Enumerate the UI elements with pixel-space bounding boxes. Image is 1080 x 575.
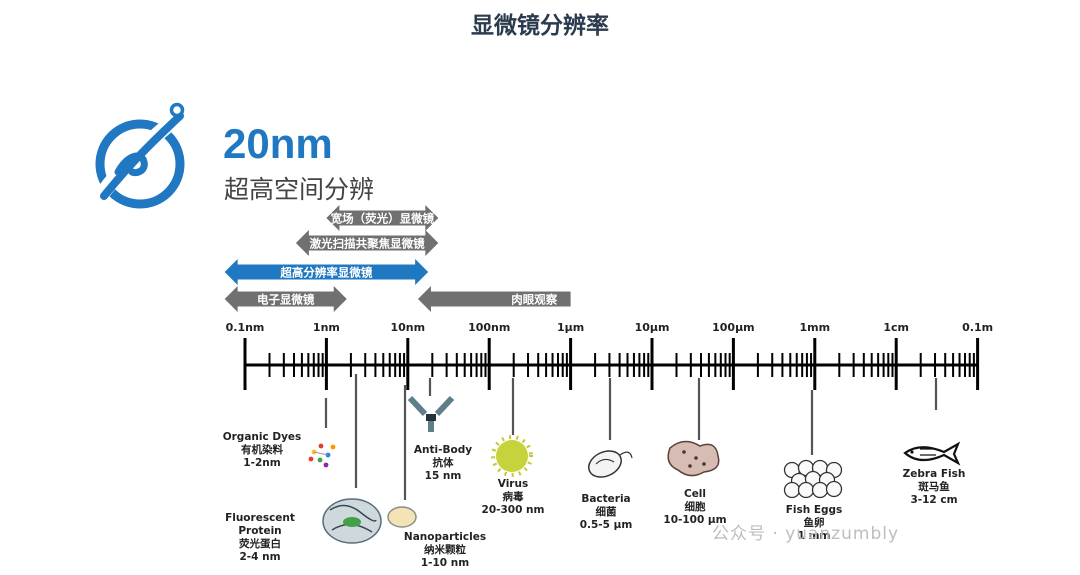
object-label: 0.5-5 μm bbox=[580, 519, 633, 531]
dye-molecule-icon bbox=[308, 443, 336, 468]
object-label: 抗体 bbox=[433, 456, 454, 469]
range-label: 激光扫描共聚焦显微镜 bbox=[310, 237, 425, 251]
scale-label: 1nm bbox=[313, 321, 340, 334]
object-label: 细胞 bbox=[685, 500, 706, 513]
bacterium-icon bbox=[588, 450, 633, 478]
fish-eggs-icon bbox=[783, 459, 843, 499]
object-label: 荧光蛋白 bbox=[239, 537, 281, 550]
scale-label: 0.1m bbox=[962, 321, 993, 334]
range-arrow: 肉眼观察 bbox=[417, 286, 571, 312]
object-label: 1-2nm bbox=[243, 457, 280, 469]
object-label: 有机染料 bbox=[241, 443, 283, 456]
object-label: Zebra Fish bbox=[903, 468, 966, 480]
watermark: 公众号 · yuanzumbly bbox=[712, 524, 900, 544]
object-label: 纳米颗粒 bbox=[424, 543, 466, 556]
scale-label: 1μm bbox=[557, 321, 584, 334]
scale-label: 1cm bbox=[883, 321, 909, 334]
range-arrow: 超高分辨率显微镜 bbox=[224, 259, 429, 285]
resolution-subheadline: 超高空间分辨 bbox=[224, 175, 375, 204]
scale-label: 0.1nm bbox=[226, 321, 265, 334]
object-label: 3-12 cm bbox=[910, 494, 957, 506]
object-label: 病毒 bbox=[503, 490, 524, 503]
scale-label: 100μm bbox=[712, 321, 755, 334]
object-label: 鱼卵 bbox=[804, 516, 825, 529]
cell-icon bbox=[667, 440, 720, 477]
range-arrow: 宽场（荧光）显微镜 bbox=[326, 205, 439, 231]
range-label: 肉眼观察 bbox=[511, 293, 557, 307]
antibody-icon bbox=[407, 395, 455, 432]
object-label: Bacteria bbox=[581, 493, 630, 505]
scale-label: 1mm bbox=[800, 321, 831, 334]
range-arrow: 激光扫描共聚焦显微镜 bbox=[295, 230, 439, 256]
object-label: Fish Eggs bbox=[786, 504, 843, 516]
object-label: 1-10 nm bbox=[421, 557, 469, 569]
range-label: 超高分辨率显微镜 bbox=[279, 266, 372, 280]
page-title: 显微镜分辨率 bbox=[471, 13, 609, 39]
object-label: Virus bbox=[498, 478, 528, 490]
object-label: 20-300 nm bbox=[482, 504, 545, 516]
nanoparticle-icon bbox=[387, 506, 417, 528]
virus-icon bbox=[490, 435, 533, 478]
range-arrow: 电子显微镜 bbox=[224, 286, 347, 312]
resolution-headline: 20nm bbox=[223, 120, 333, 167]
object-label: 斑马鱼 bbox=[918, 480, 950, 493]
object-label: 2-4 nm bbox=[239, 551, 280, 563]
scale-label: 10nm bbox=[390, 321, 425, 334]
object-label: 细菌 bbox=[596, 505, 617, 518]
object-label: Cell bbox=[684, 488, 706, 500]
scale-label: 10μm bbox=[635, 321, 670, 334]
object-label: Anti-Body bbox=[414, 444, 472, 456]
range-label: 宽场（荧光）显微镜 bbox=[330, 212, 435, 226]
object-label: Fluorescent bbox=[225, 512, 295, 524]
object-label: 10-100 μm bbox=[663, 514, 726, 526]
fish-icon bbox=[903, 441, 961, 466]
scale-label: 100nm bbox=[468, 321, 510, 334]
protein-structure-icon bbox=[322, 498, 382, 544]
object-label: Nanoparticles bbox=[404, 531, 486, 543]
object-label: Protein bbox=[238, 525, 281, 537]
object-label: 15 nm bbox=[425, 470, 462, 482]
object-label: Organic Dyes bbox=[223, 431, 302, 443]
orbit-planet-logo-icon bbox=[95, 102, 187, 209]
range-label: 电子显微镜 bbox=[257, 293, 315, 307]
object-label: 1 mm bbox=[798, 530, 831, 542]
